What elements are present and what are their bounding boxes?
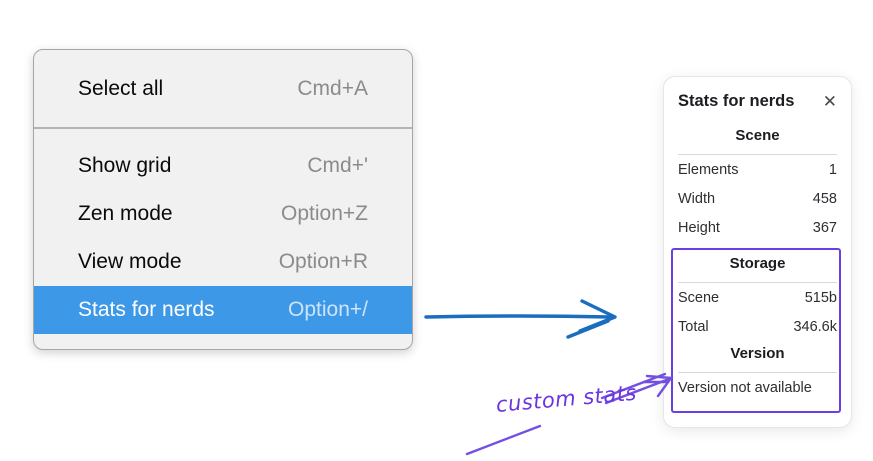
scene-section-heading: Scene (735, 127, 780, 144)
menu-item-label: Stats for nerds (78, 298, 215, 321)
stats-panel: Stats for nerds ✕ Scene Elements 1 Width… (663, 76, 852, 428)
menu-item-shortcut: Cmd+' (307, 154, 368, 177)
stat-value: 458 (812, 190, 837, 207)
stat-row: Scene 515b (678, 283, 837, 312)
menu-item-label: Zen mode (78, 202, 173, 225)
stat-value: 346.6k (793, 318, 837, 335)
close-icon: ✕ (822, 91, 837, 111)
storage-version-highlight-box: Storage Scene 515b Total 346.6k Version … (671, 248, 841, 413)
menu-item-label: View mode (78, 250, 182, 273)
stat-label: Width (678, 190, 716, 207)
menu-divider (34, 127, 412, 129)
menu-item-zen-mode[interactable]: Zen mode Option+Z (34, 190, 412, 238)
version-divider (678, 372, 837, 373)
menu-item-label: Show grid (78, 154, 172, 177)
storage-section-heading: Storage (729, 255, 786, 272)
stats-panel-title: Stats for nerds (678, 91, 795, 110)
menu-item-shortcut: Option+Z (281, 202, 368, 225)
flow-arrow (424, 299, 617, 339)
menu-section-bottom: Show grid Cmd+' Zen mode Option+Z View m… (34, 129, 412, 349)
stat-value: 1 (828, 161, 837, 178)
menu-item-shortcut: Option+R (278, 250, 368, 273)
stat-row: Height 367 (678, 213, 837, 242)
stat-label: Scene (678, 289, 720, 306)
stat-row: Total 346.6k (678, 312, 837, 341)
stat-label: Elements (678, 161, 739, 178)
version-note: Version not available (678, 380, 812, 396)
scene-divider (678, 154, 837, 155)
stat-label: Total (678, 318, 709, 335)
menu-section-top: Select all Cmd+A (34, 50, 412, 127)
menu-item-label: Select all (78, 77, 164, 100)
context-menu: Select all Cmd+A Show grid Cmd+' Zen mod… (33, 49, 413, 350)
version-section-heading: Version (730, 345, 785, 362)
stat-row: Width 458 (678, 184, 837, 213)
stat-value: 367 (812, 219, 837, 236)
stat-value: 515b (804, 289, 837, 306)
menu-item-shortcut: Cmd+A (297, 77, 368, 100)
annotation-arrow (465, 372, 673, 456)
stats-panel-header: Stats for nerds ✕ (678, 89, 837, 113)
storage-divider (678, 282, 837, 283)
menu-item-show-grid[interactable]: Show grid Cmd+' (34, 142, 412, 190)
menu-item-stats-for-nerds[interactable]: Stats for nerds Option+/ (34, 286, 412, 334)
menu-item-select-all[interactable]: Select all Cmd+A (34, 63, 412, 115)
menu-item-view-mode[interactable]: View mode Option+R (34, 238, 412, 286)
close-button[interactable]: ✕ (823, 93, 837, 110)
stat-row: Elements 1 (678, 155, 837, 184)
stat-label: Height (678, 219, 720, 236)
menu-item-shortcut: Option+/ (288, 298, 368, 321)
